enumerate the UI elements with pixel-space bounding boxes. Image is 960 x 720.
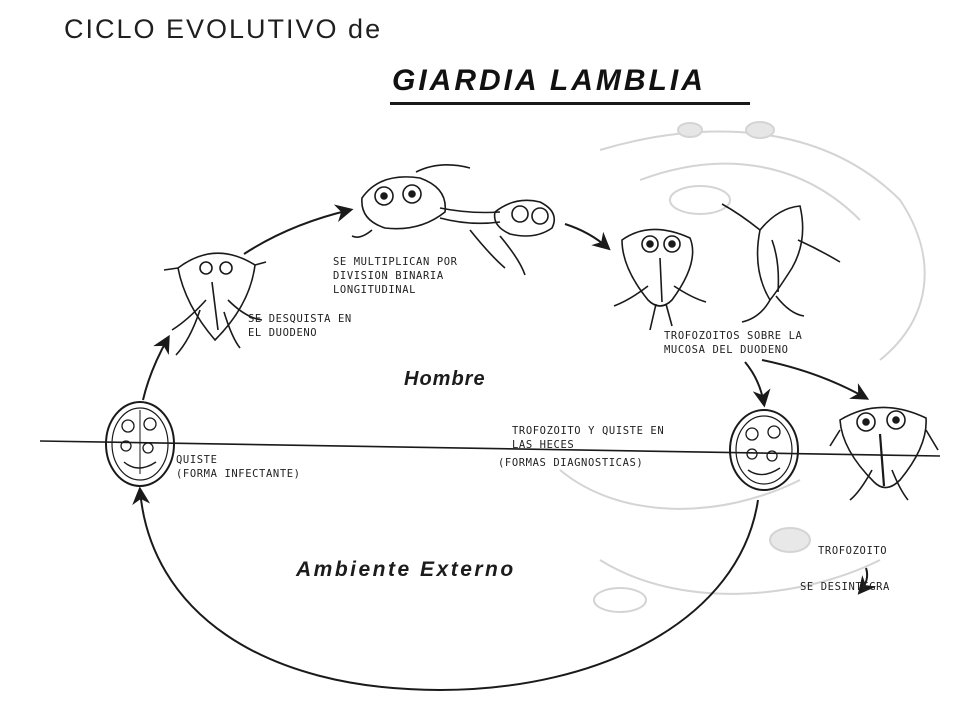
arrow-division-to-mucosa xyxy=(564,223,611,251)
excyst-label: SE DESQUISTA EN EL DUODENO xyxy=(248,313,352,339)
trophozoite-label: TROFOZOITO xyxy=(818,545,888,557)
cycle-arrows xyxy=(132,204,877,692)
arrow-external-return xyxy=(132,486,759,692)
mucosa-label: TROFOZOITOS SOBRE LA MUCOSA DEL DUODENO xyxy=(664,330,803,356)
cyst-label: QUISTE (FORMA INFECTANTE) xyxy=(176,454,301,480)
background-ghost-art xyxy=(559,121,926,613)
environment-divider xyxy=(39,440,941,457)
feces-label: TROFOZOITO Y QUISTE EN LAS HECES xyxy=(512,425,665,451)
diagram-title: CICLO EVOLUTIVO de xyxy=(64,14,383,44)
arrow-cyst-to-excyst xyxy=(142,334,170,401)
arrow-trophozoite-disintegrate xyxy=(857,567,877,595)
excysting-trophozoite-drawing xyxy=(163,252,267,356)
diagnostic-forms-label: (FORMAS DIAGNOSTICAS) xyxy=(498,457,644,469)
arrow-mucosa-to-trophozoite xyxy=(761,359,870,400)
disintegrates-label: SE DESINTEGRA xyxy=(800,581,890,593)
subtitle-underline xyxy=(390,102,750,105)
cyst-infective-drawing xyxy=(105,401,175,487)
division-label: SE MULTIPLICAN POR DIVISION BINARIA LONG… xyxy=(333,256,458,296)
arrow-mucosa-to-feces xyxy=(744,361,771,408)
binary-division-drawing xyxy=(351,164,556,276)
free-trophozoite-drawing xyxy=(829,406,939,501)
region-external-label: Ambiente Externo xyxy=(296,558,516,581)
fecal-cyst-drawing xyxy=(729,409,799,491)
region-host-label: Hombre xyxy=(404,368,486,390)
mucosa-trophozoites-drawing xyxy=(613,203,841,331)
arrow-excyst-to-division xyxy=(243,204,354,255)
diagram-subtitle: GIARDIA LAMBLIA xyxy=(392,64,706,97)
